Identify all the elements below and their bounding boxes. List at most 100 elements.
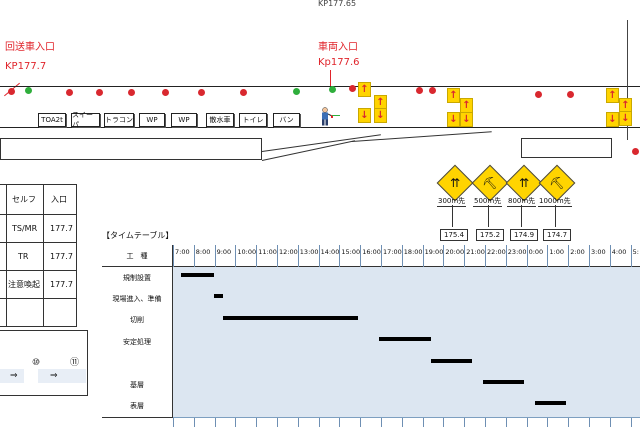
task-name: 規制設置 — [102, 267, 173, 290]
cone-icon — [632, 148, 639, 155]
hour-label: 4:00 — [611, 248, 627, 256]
gantt-bar — [482, 380, 525, 384]
hour-label: 17:00 — [383, 248, 402, 256]
road-edge-middle — [0, 127, 640, 128]
warning-sign-4: ⛏ — [538, 164, 576, 202]
arrow-board-down-icon: ↓ — [606, 112, 619, 127]
sign-post-2 — [488, 205, 489, 227]
arrow-board-down-icon: ↓ — [619, 111, 632, 126]
sign-post-1 — [452, 205, 453, 227]
sign-kp-3: 174.9 — [510, 229, 539, 241]
gantt-bar — [430, 358, 473, 363]
hour-label: 11:00 — [258, 248, 277, 256]
table-cell: 177.7 — [50, 224, 73, 233]
sign-kp-4: 174.7 — [543, 229, 572, 241]
cone-icon — [429, 87, 436, 94]
cone-icon — [240, 89, 247, 96]
median-island-left — [0, 138, 262, 160]
hour-label: 13:00 — [299, 248, 319, 256]
cone-icon — [66, 89, 73, 96]
table-cell: 177.7 — [50, 252, 73, 261]
hour-label: 22:00 — [487, 248, 506, 256]
task-row — [172, 267, 640, 290]
flagman-icon — [319, 107, 333, 126]
task-row — [172, 352, 640, 375]
sign-distance-2: 500m先 — [473, 197, 503, 207]
arrow-board-up-icon: ↑ — [447, 88, 460, 103]
table-cell: 注意喚起 — [8, 280, 40, 289]
task-name: 安定処理 — [102, 331, 173, 354]
arrow-board-up-icon: ↑ — [358, 82, 371, 97]
circle-number-10: ⑩ — [32, 358, 41, 368]
task-column-header-label: 工 種 — [126, 251, 148, 260]
vehicle-toa2t: TOA2t — [38, 113, 66, 127]
hour-label: 5: — [632, 248, 639, 256]
hour-label: 7:00 — [175, 248, 190, 256]
task-row — [172, 331, 640, 354]
gantt-bar — [222, 315, 358, 320]
median-island-right — [521, 138, 612, 158]
step-box-1 — [0, 369, 24, 383]
kp-top-label: KP177.65 — [318, 0, 357, 8]
table-cell: 177.7 — [50, 280, 73, 289]
hour-label: 15:00 — [341, 248, 361, 256]
vehicle-tracon: トラコン — [104, 113, 134, 127]
hour-label: 9:00 — [216, 248, 232, 256]
task-row — [172, 309, 640, 333]
sign-distance-1: 300m先 — [437, 197, 467, 207]
road-right-edge — [627, 20, 628, 140]
arrow-board-down-icon: ↓ — [460, 112, 473, 127]
ramp-line-1 — [261, 134, 381, 152]
hour-label: 2:00 — [570, 248, 585, 256]
cone-icon — [198, 89, 205, 96]
cone-green-icon — [329, 86, 336, 93]
hour-label: 0:00 — [528, 248, 544, 256]
task-row — [172, 288, 640, 311]
cone-green-icon — [293, 88, 300, 95]
gantt-bar — [534, 401, 566, 406]
arrow-board-down-icon: ↓ — [358, 108, 371, 123]
cone-icon — [96, 89, 103, 96]
vehicle-entrance-kp: Kp177.6 — [318, 57, 360, 68]
warning-sign-1: ⇈ — [436, 164, 474, 202]
task-name: 切削 — [102, 309, 173, 333]
task-column-header: 工 種 — [102, 245, 173, 266]
arrow-board-up-icon: ↑ — [460, 98, 473, 113]
task-name: 表層 — [102, 395, 173, 418]
cone-icon — [416, 87, 423, 94]
vehicle-van: バン — [273, 113, 300, 127]
cone-icon — [162, 89, 169, 96]
sign-kp-1: 175.4 — [440, 229, 469, 241]
vehicle-entrance-title: 車両入口 — [318, 42, 358, 53]
cone-icon — [128, 89, 135, 96]
cone-icon — [567, 91, 574, 98]
hour-label: 1:00 — [549, 248, 564, 256]
vehicle-sweeper: スイーパ — [71, 111, 100, 129]
vehicle-toilet: トイレ — [239, 113, 267, 127]
cone-icon — [349, 85, 356, 92]
hour-label: 21:00 — [466, 248, 485, 256]
hour-label: 16:00 — [362, 248, 381, 256]
step-box-2 — [38, 369, 62, 383]
return-vehicle-entrance-title: 回送車入口 — [5, 42, 55, 53]
right-arrow-icon: ⇒ — [50, 371, 58, 381]
vehicle-water-truck: 散水車 — [206, 113, 234, 127]
bottom-left-panel: ⑩ ⑪ ⇒ ⇒ — [0, 330, 88, 396]
hour-label: 18:00 — [403, 248, 423, 256]
arrow-board-down-icon: ↓ — [374, 108, 387, 123]
table-cell: TR — [18, 252, 29, 261]
timetable-title: 【タイムテーブル】 — [102, 231, 174, 240]
sign-distance-4: 1000m先 — [538, 197, 572, 207]
hour-label: 12:00 — [279, 248, 298, 256]
arrow-board-up-icon: ↑ — [606, 88, 619, 103]
hour-label: 14:00 — [320, 248, 340, 256]
sign-kp-2: 175.2 — [476, 229, 505, 241]
warning-sign-2: ⛏ — [471, 164, 509, 202]
sign-post-3 — [521, 205, 522, 227]
arrow-board-down-icon: ↓ — [447, 112, 460, 127]
task-row — [172, 395, 640, 418]
right-arrow-icon: ⇒ — [10, 371, 18, 381]
warning-sign-3: ⇈ — [505, 164, 543, 202]
hour-label: 3:00 — [591, 248, 606, 256]
table-header-self: セルフ — [12, 195, 36, 204]
